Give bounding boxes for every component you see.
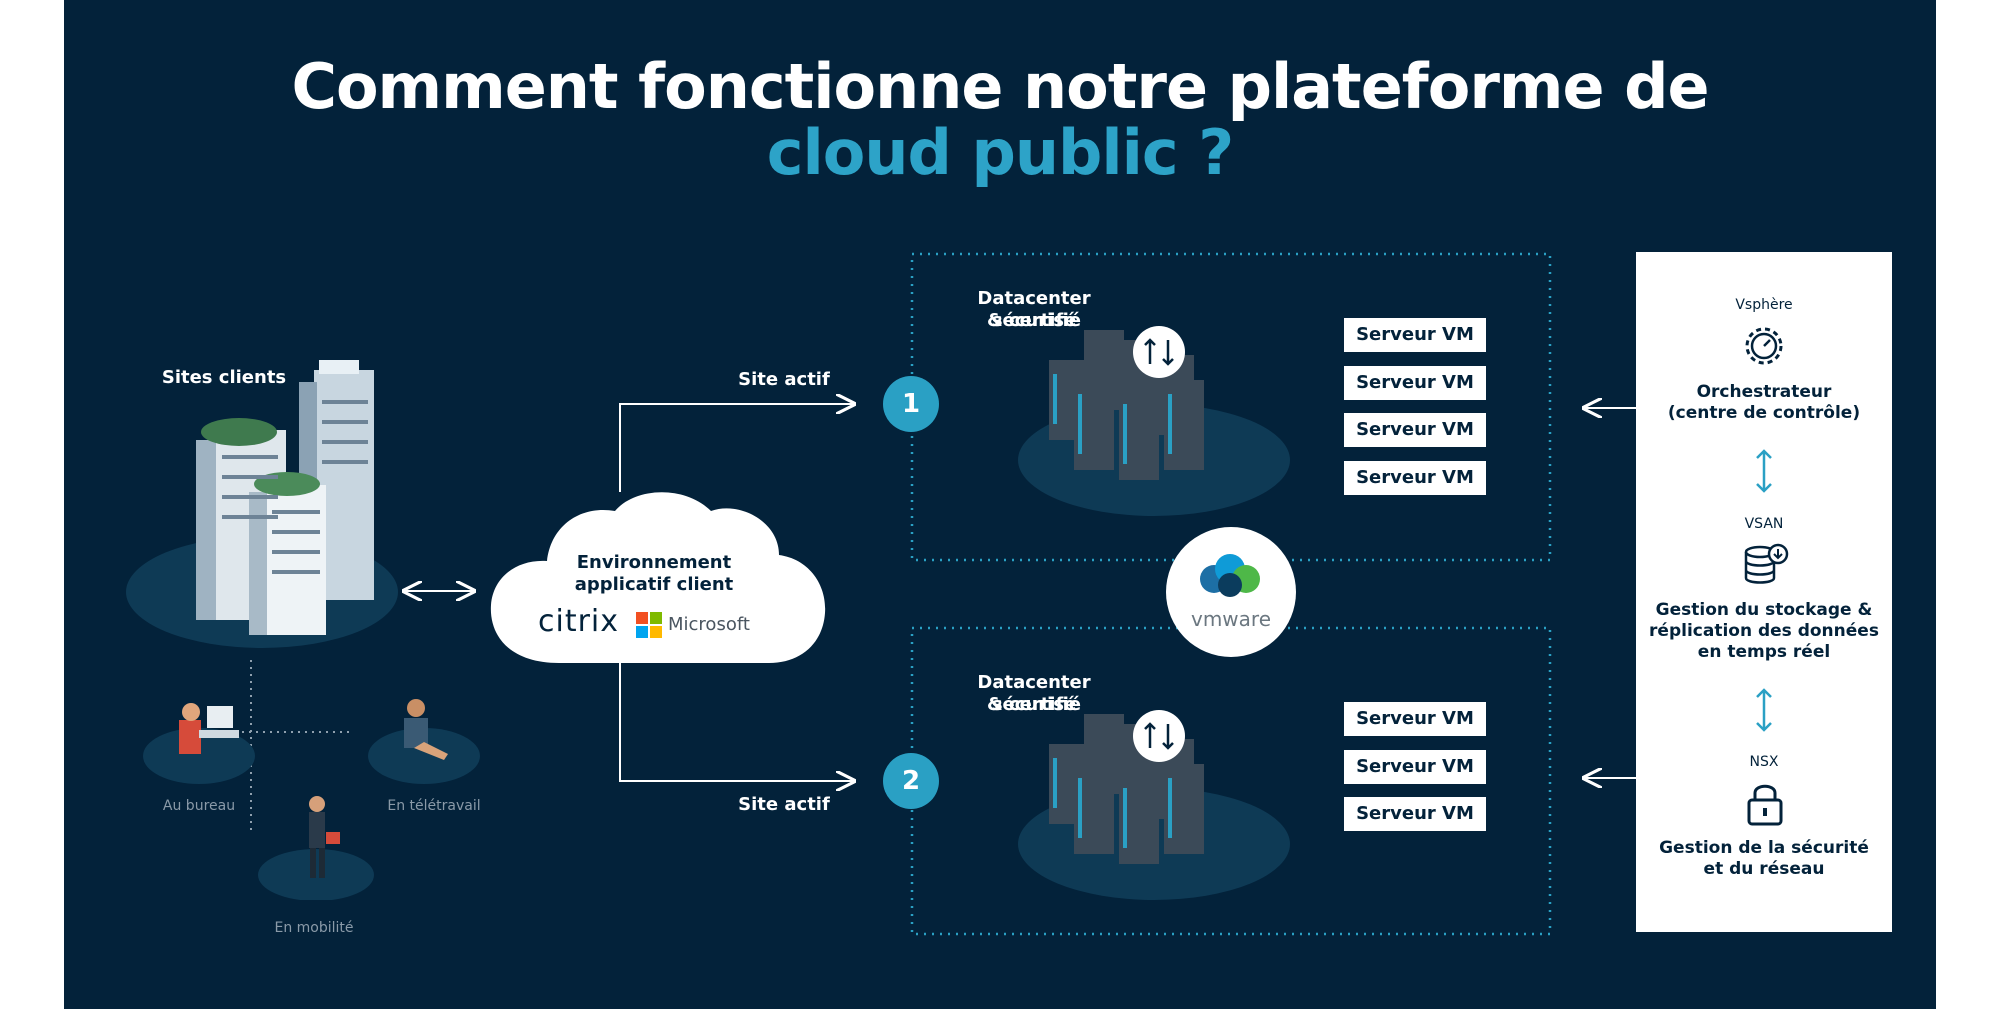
nsx-line-2: et du réseau bbox=[1703, 859, 1825, 879]
dc1-server-vm-3: Serveur VM bbox=[1344, 413, 1486, 447]
dc2-server-vm-1: Serveur VM bbox=[1344, 702, 1486, 736]
database-icon bbox=[1744, 543, 1789, 584]
datacenter-1-servers-illustration bbox=[1018, 326, 1290, 516]
datacenter-2-number: 2 bbox=[883, 753, 939, 809]
office-label: Au bureau bbox=[162, 798, 236, 814]
vsphere-line-2: (centre de contrôle) bbox=[1667, 403, 1861, 423]
mobile-label: En mobilité bbox=[274, 920, 354, 936]
sites-clients-label: Sites clients bbox=[161, 367, 287, 388]
office-worker-illustration bbox=[143, 703, 255, 784]
microsoft-label: Microsoft bbox=[668, 614, 750, 635]
microsoft-logo-icon bbox=[636, 612, 662, 638]
link-label-bottom: Site actif bbox=[738, 794, 830, 815]
datacenter-1-number: 1 bbox=[883, 376, 939, 432]
datacenter-2-servers-illustration bbox=[1018, 710, 1290, 900]
title-line-1: Comment fonctionne notre plateforme de bbox=[291, 50, 1709, 123]
dc2-server-vm-2: Serveur VM bbox=[1344, 750, 1486, 784]
vsan-line-3: en temps réel bbox=[1697, 642, 1831, 662]
cloud-title-1: Environnement bbox=[576, 552, 732, 573]
vsphere-head: Vsphère bbox=[1735, 297, 1793, 313]
datacenter-1-title-2: & certifié bbox=[986, 310, 1082, 331]
dc1-server-vm-2: Serveur VM bbox=[1344, 366, 1486, 400]
title-line-2: cloud public ? bbox=[766, 116, 1234, 189]
link-to-dc2 bbox=[619, 660, 854, 781]
nsx-line-1: Gestion de la sécurité bbox=[1659, 838, 1869, 858]
lock-icon bbox=[1747, 784, 1783, 826]
updown-arrow-icon bbox=[1756, 449, 1772, 493]
cloud-title-2: applicatif client bbox=[574, 574, 734, 595]
vmware-logo-icon bbox=[1200, 554, 1260, 597]
dc1-server-vm-4: Serveur VM bbox=[1344, 461, 1486, 495]
remote-worker-illustration bbox=[368, 699, 480, 784]
link-label-top: Site actif bbox=[738, 369, 830, 390]
datacenter-2-title-2: & certifié bbox=[986, 694, 1082, 715]
dc2-server-vm-3: Serveur VM bbox=[1344, 797, 1486, 831]
citrix-logo: citrix bbox=[538, 604, 620, 639]
mobile-worker-illustration bbox=[258, 796, 374, 900]
link-to-dc1 bbox=[619, 404, 854, 492]
cloud-shape bbox=[490, 492, 826, 663]
vmware-stack-panel: Vsphère Orchestrateur (centre de contrôl… bbox=[1636, 252, 1892, 932]
vmware-badge: vmware bbox=[1166, 527, 1296, 657]
office-buildings-illustration bbox=[126, 360, 398, 648]
vsan-line-1: Gestion du stockage & bbox=[1655, 600, 1873, 620]
vsphere-line-1: Orchestrateur bbox=[1696, 382, 1832, 402]
nsx-head: NSX bbox=[1749, 754, 1779, 770]
vsan-line-2: réplication des données bbox=[1649, 621, 1879, 641]
connectors bbox=[179, 252, 1636, 936]
vsan-head: VSAN bbox=[1744, 516, 1784, 532]
updown-arrow-icon bbox=[1756, 688, 1772, 732]
dc1-server-vm-1: Serveur VM bbox=[1344, 318, 1486, 352]
vmware-label: vmware bbox=[1190, 607, 1272, 631]
remote-label: En télétravail bbox=[387, 798, 481, 814]
diagram-canvas: Comment fonctionne notre plateforme de c… bbox=[64, 0, 1936, 1009]
datacenter-2-title-1: Datacenter sécurisé bbox=[977, 672, 1091, 715]
gear-icon bbox=[1745, 327, 1783, 365]
datacenter-1-title-1: Datacenter sécurisé bbox=[977, 288, 1091, 331]
